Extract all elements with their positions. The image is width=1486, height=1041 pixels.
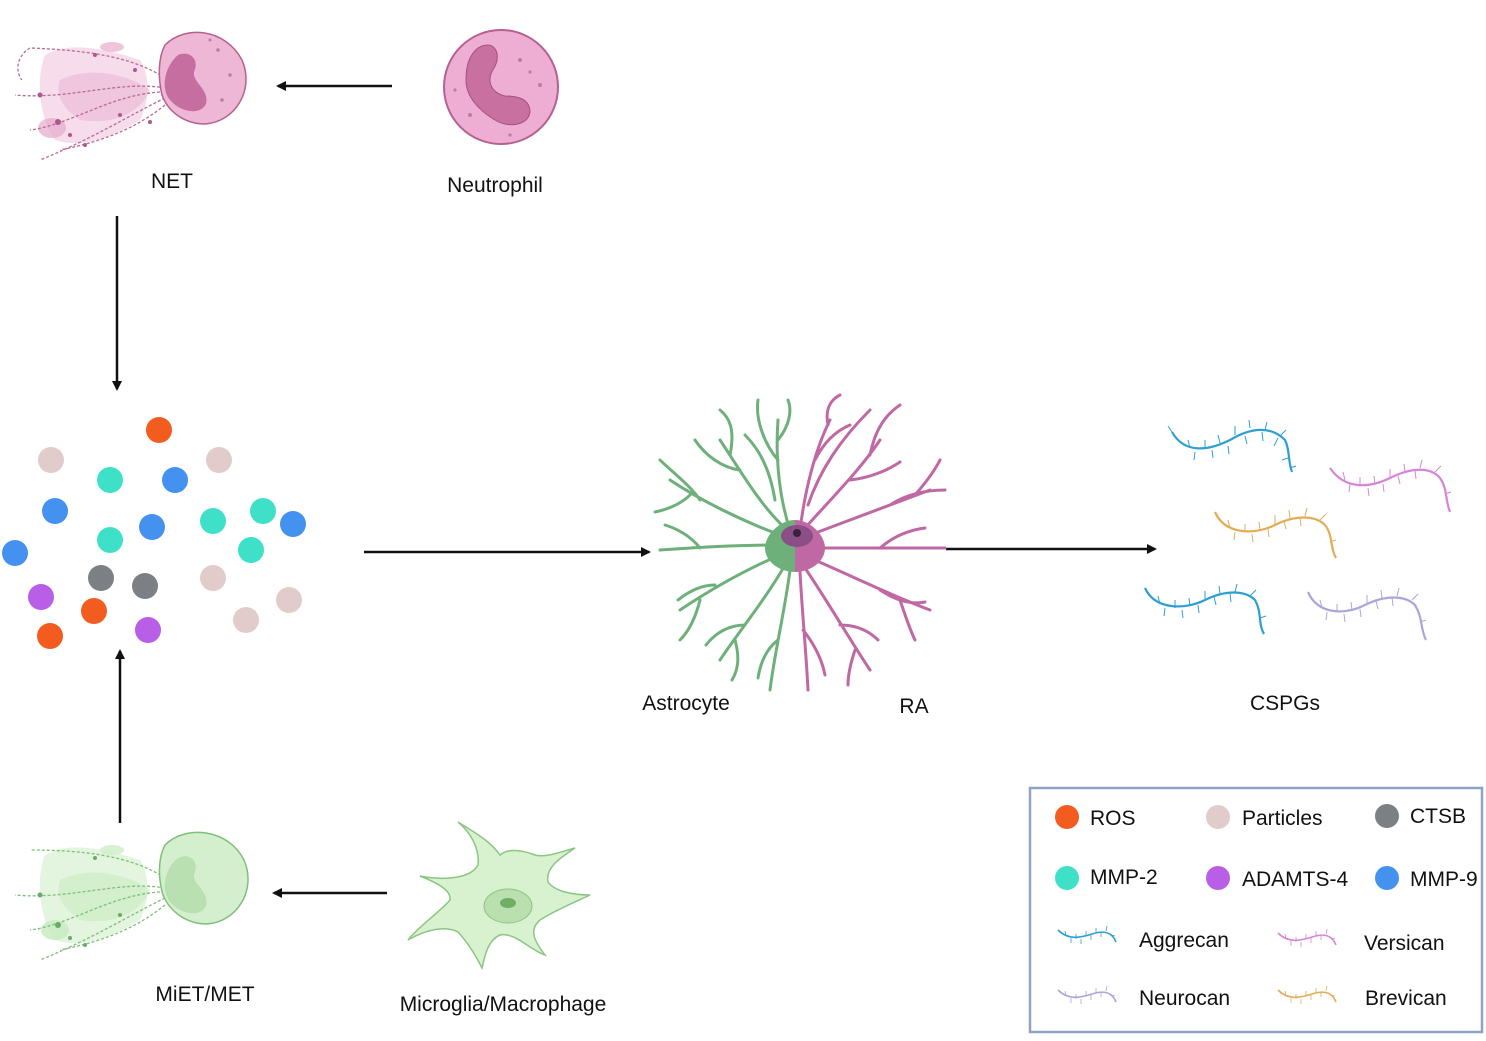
legend-brevican-icon bbox=[1277, 985, 1337, 1004]
adamts4-dot bbox=[28, 584, 54, 610]
legend-label-aggrecan: Aggrecan bbox=[1139, 929, 1229, 952]
mmp9-dot bbox=[2, 540, 28, 566]
legend-box bbox=[1028, 786, 1484, 1034]
neutrophil-icon bbox=[443, 29, 559, 145]
legend-particles-icon bbox=[1206, 805, 1230, 829]
mmp9-dot bbox=[280, 511, 306, 537]
cspgs-cluster bbox=[1143, 419, 1452, 641]
astrocyte-icon bbox=[653, 393, 947, 692]
legend-label-brevican: Brevican bbox=[1365, 987, 1447, 1010]
mmp2-dot bbox=[250, 498, 276, 524]
mmp2-dot bbox=[238, 537, 264, 563]
aggrecan-molecule bbox=[1143, 583, 1267, 635]
particle-dot bbox=[276, 587, 302, 613]
legend-label-versican: Versican bbox=[1364, 932, 1445, 955]
legend-label-mmp9: MMP-9 bbox=[1410, 868, 1478, 891]
mmp2-dot bbox=[97, 467, 123, 493]
legend-neurocan-icon bbox=[1057, 985, 1117, 1004]
label-astrocyte: Astrocyte bbox=[642, 692, 730, 715]
particle-dot bbox=[233, 607, 259, 633]
ros-dot bbox=[81, 598, 107, 624]
label-neutrophil: Neutrophil bbox=[447, 174, 543, 197]
adamts4-dot bbox=[135, 617, 161, 643]
legend-label-neurocan: Neurocan bbox=[1139, 987, 1230, 1010]
legend-ros-icon bbox=[1055, 805, 1079, 829]
net-icon bbox=[14, 31, 247, 161]
particle-dot bbox=[38, 447, 64, 473]
legend-mmp9-icon bbox=[1375, 866, 1399, 890]
particle-dot bbox=[206, 447, 232, 473]
microglia-icon bbox=[407, 821, 591, 971]
molecule-cluster bbox=[2, 417, 306, 649]
mmp2-dot bbox=[200, 508, 226, 534]
label-microglia: Microglia/Macrophage bbox=[400, 993, 607, 1016]
brevican-molecule bbox=[1213, 507, 1337, 559]
label-miet: MiET/MET bbox=[155, 983, 254, 1006]
legend: ROS Particles CTSB MMP-2 ADAMTS-4 MMP-9 … bbox=[1028, 786, 1484, 1034]
legend-adamts4-icon bbox=[1206, 866, 1230, 890]
ros-dot bbox=[146, 417, 172, 443]
ctsb-dot bbox=[88, 565, 114, 591]
label-net: NET bbox=[151, 170, 193, 193]
legend-mmp2-icon bbox=[1055, 866, 1079, 890]
versican-molecule bbox=[1329, 459, 1452, 513]
legend-label-mmp2: MMP-2 bbox=[1090, 866, 1158, 889]
legend-label-ros: ROS bbox=[1090, 807, 1136, 830]
label-cspgs: CSPGs bbox=[1250, 692, 1320, 715]
mmp9-dot bbox=[42, 498, 68, 524]
legend-label-particles: Particles bbox=[1242, 807, 1323, 830]
legend-versican-icon bbox=[1277, 928, 1337, 947]
miet-icon bbox=[14, 831, 249, 961]
neurocan-molecule bbox=[1306, 587, 1427, 641]
ctsb-dot bbox=[132, 573, 158, 599]
legend-label-adamts4: ADAMTS-4 bbox=[1242, 868, 1349, 891]
legend-ctsb-icon bbox=[1375, 804, 1399, 828]
mmp9-dot bbox=[139, 514, 165, 540]
label-ra: RA bbox=[899, 695, 928, 718]
mmp9-dot bbox=[162, 467, 188, 493]
legend-label-ctsb: CTSB bbox=[1410, 805, 1466, 828]
particle-dot bbox=[200, 565, 226, 591]
legend-aggrecan-icon bbox=[1057, 925, 1117, 944]
aggrecan-molecule bbox=[1167, 419, 1297, 473]
mmp2-dot bbox=[97, 527, 123, 553]
ros-dot bbox=[37, 623, 63, 649]
